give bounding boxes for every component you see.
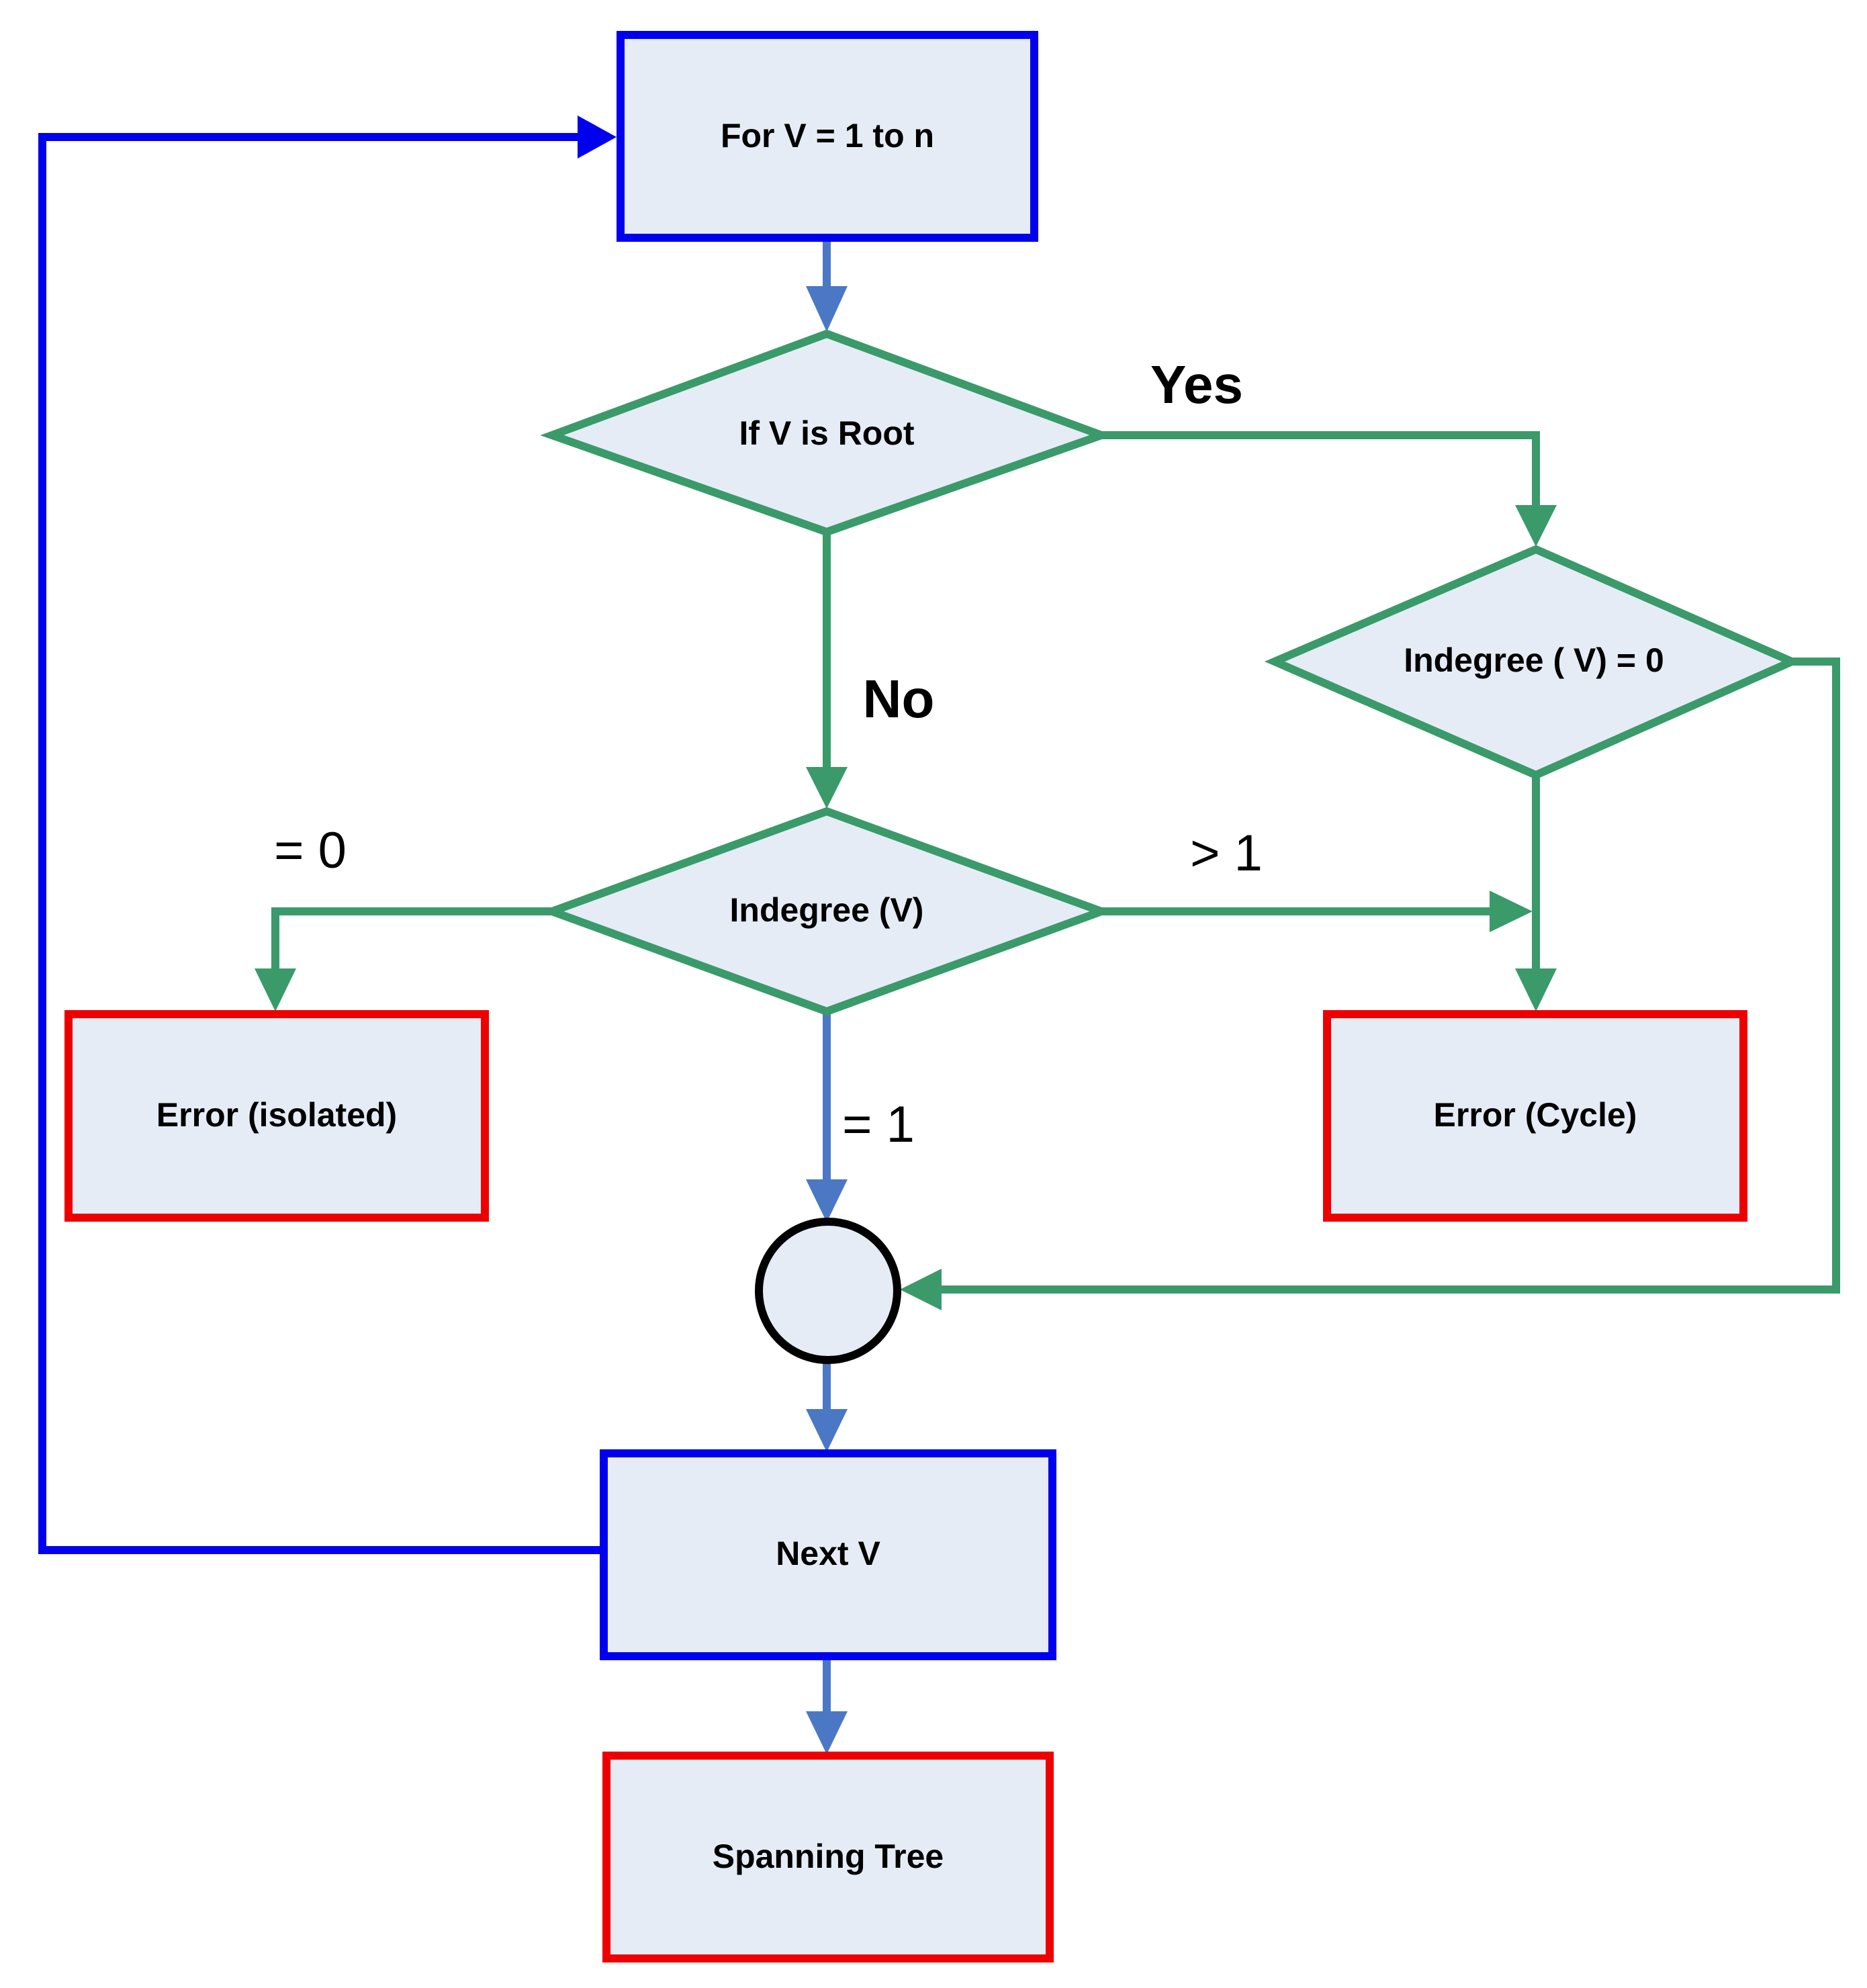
no-label: No [863,669,935,729]
junction-circle [755,1218,901,1364]
loop-start-box: For V = 1 to n [617,31,1038,242]
loop-start-label: For V = 1 to n [721,117,934,154]
next-v-label: Next V [776,1535,880,1572]
yes-label: Yes [1150,355,1243,414]
root-ok-line [934,658,1840,1294]
eq1-arrowhead [806,1179,848,1222]
junction-to-next-arrowhead [806,1409,848,1452]
spanning-tree-label: Spanning Tree [713,1838,944,1875]
error-cycle-box: Error (Cycle) [1323,1010,1747,1222]
root-indegree-diamond: Indegree ( V) = 0 [1264,545,1802,780]
is-root-label: If V is Root [739,414,914,452]
spanning-tree-box: Spanning Tree [602,1752,1054,1962]
next-to-tree-arrowhead [806,1711,848,1754]
next-v-box: Next V [600,1449,1056,1660]
gt1-label: > 1 [1190,825,1263,882]
loop-back-line [38,133,601,1554]
indegree-diamond: Indegree (V) [540,807,1113,1016]
loop-back-arrowhead [578,116,617,159]
arrow-for-to-root-head [806,286,848,332]
error-isolated-box: Error (isolated) [64,1010,489,1222]
eq1-label: = 1 [842,1096,915,1153]
error-isolated-label: Error (isolated) [156,1096,397,1134]
error-cycle-label: Error (Cycle) [1434,1096,1637,1134]
eq0-arrowhead [255,968,296,1011]
gt1-arrowhead [1490,891,1533,932]
no-arrowhead [806,767,848,809]
eq0-label: = 0 [274,822,347,879]
indegree-label: Indegree (V) [730,891,924,929]
root-indegree-to-cycle-arrowhead [1515,968,1557,1011]
yes-line [1101,431,1540,510]
root-indegree-label: Indegree ( V) = 0 [1404,641,1664,679]
is-root-diamond: If V is Root [540,329,1113,537]
eq0-line [271,907,552,974]
root-ok-arrowhead [900,1269,942,1310]
yes-arrowhead [1515,505,1557,547]
